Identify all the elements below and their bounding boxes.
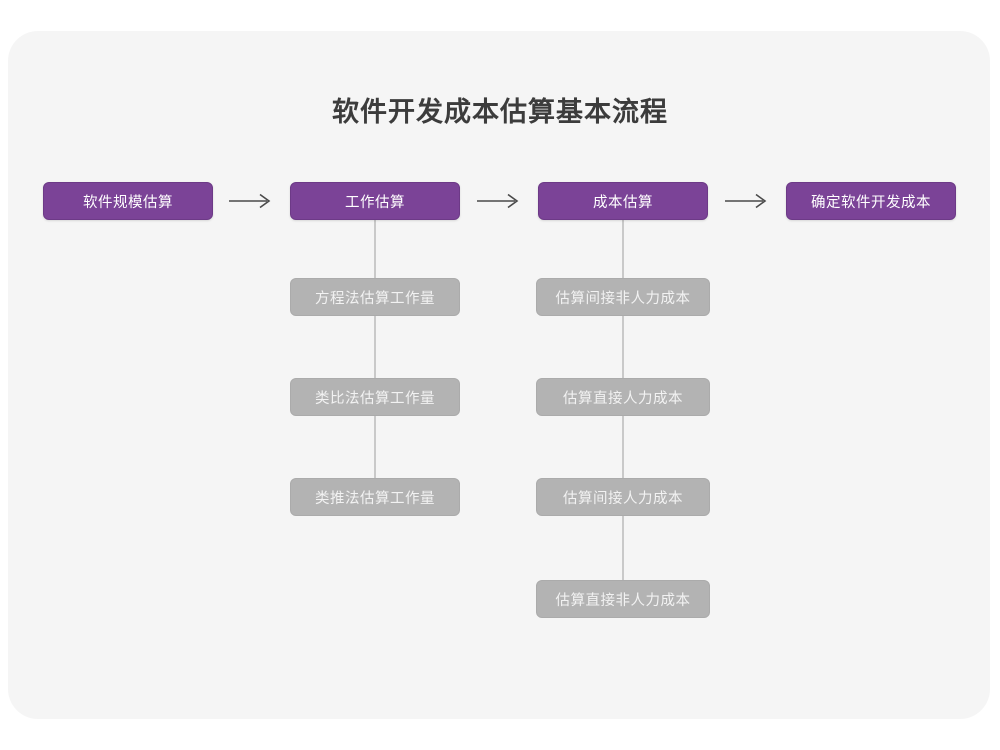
branch-node-effort-2[interactable]: 类比法估算工作量 bbox=[290, 378, 460, 416]
flow-node-step-1[interactable]: 软件规模估算 bbox=[43, 182, 213, 220]
branch-node-effort-3[interactable]: 类推法估算工作量 bbox=[290, 478, 460, 516]
flow-arrow-1 bbox=[228, 190, 274, 212]
branch-node-cost-3[interactable]: 估算间接人力成本 bbox=[536, 478, 710, 516]
flow-node-step-4[interactable]: 确定软件开发成本 bbox=[786, 182, 956, 220]
branch-node-cost-1[interactable]: 估算间接非人力成本 bbox=[536, 278, 710, 316]
flow-arrow-3 bbox=[724, 190, 770, 212]
flow-node-step-2[interactable]: 工作估算 bbox=[290, 182, 460, 220]
flow-node-step-3[interactable]: 成本估算 bbox=[538, 182, 708, 220]
connector-line-effort bbox=[374, 218, 376, 500]
page-title: 软件开发成本估算基本流程 bbox=[332, 97, 668, 127]
flow-arrow-2 bbox=[476, 190, 522, 212]
diagram-card bbox=[8, 31, 990, 719]
branch-node-cost-4[interactable]: 估算直接非人力成本 bbox=[536, 580, 710, 618]
branch-node-effort-1[interactable]: 方程法估算工作量 bbox=[290, 278, 460, 316]
branch-node-cost-2[interactable]: 估算直接人力成本 bbox=[536, 378, 710, 416]
